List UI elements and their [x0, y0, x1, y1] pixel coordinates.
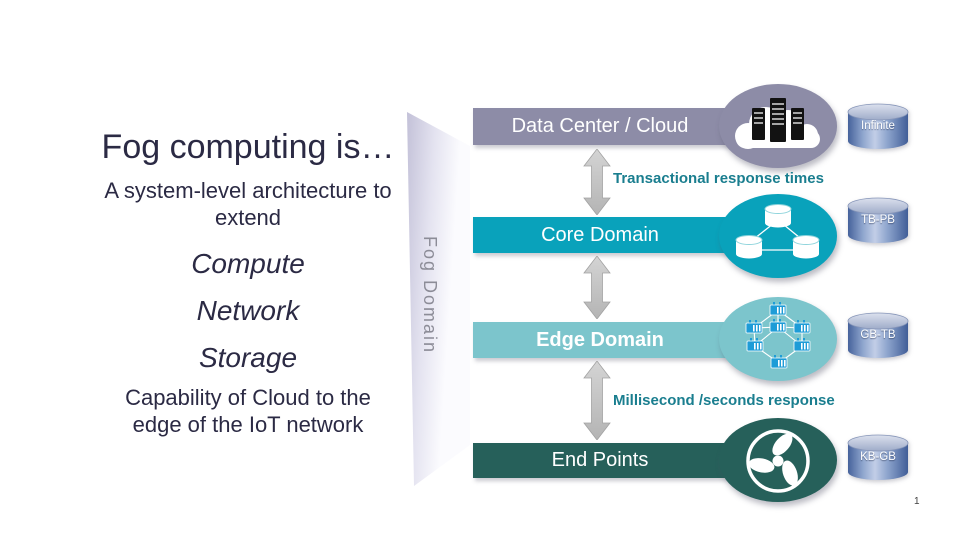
layer-bar-label: Core Domain [541, 223, 659, 246]
layer-bar-label: Edge Domain [536, 328, 664, 351]
fan-icon [746, 429, 810, 493]
fog-domain-wedge [407, 112, 470, 486]
fog-domain-label: Fog Domain [420, 236, 440, 355]
double-arrow-icon [583, 149, 611, 215]
capacity-label: Infinite [861, 120, 895, 132]
slide-title: Fog computing is… [101, 128, 395, 166]
keyword-storage: Storage [198, 342, 298, 373]
storage-cylinder-infinite: Infinite [847, 103, 909, 151]
response-time-label-top: Transactional response times [613, 170, 824, 187]
page-number: 1 [914, 496, 920, 507]
double-arrow-icon [583, 256, 611, 319]
response-time-label-bottom: Millisecond /seconds response [613, 392, 835, 409]
layer-bar-label: End Points [551, 449, 649, 471]
badge-data-center [719, 84, 837, 168]
badge-core-domain [719, 194, 837, 278]
badge-end-points [719, 418, 837, 502]
storage-cylinder-kb-gb: KB-GB [847, 434, 909, 482]
cloud-servers-icon [735, 98, 820, 149]
cylinder-shape [847, 103, 909, 149]
keyword-compute: Compute [191, 248, 305, 279]
capacity-label: GB-TB [860, 329, 896, 341]
capacity-label: TB-PB [861, 214, 895, 226]
keyword-network: Network [196, 295, 300, 326]
cylinder-shape [847, 434, 909, 480]
capacity-label: KB-GB [860, 451, 896, 463]
left-text-panel: Fog computing is… A system-level archite… [60, 0, 436, 540]
layer-bar-label: Data Center / Cloud [511, 115, 689, 137]
capability-text: Capability of Cloud to the edge of the I… [125, 385, 371, 437]
mesh-network-icon [745, 301, 811, 369]
cylinder-shape [847, 197, 909, 243]
storage-cylinder-tb-pb: TB-PB [847, 197, 909, 245]
slide-subtitle: A system-level architecture to extend [104, 178, 392, 230]
double-arrow-icon [583, 361, 611, 440]
database-cluster-icon [735, 204, 820, 259]
cylinder-shape [847, 312, 909, 358]
storage-cylinder-gb-tb: GB-TB [847, 312, 909, 360]
badge-edge-domain [719, 297, 837, 381]
